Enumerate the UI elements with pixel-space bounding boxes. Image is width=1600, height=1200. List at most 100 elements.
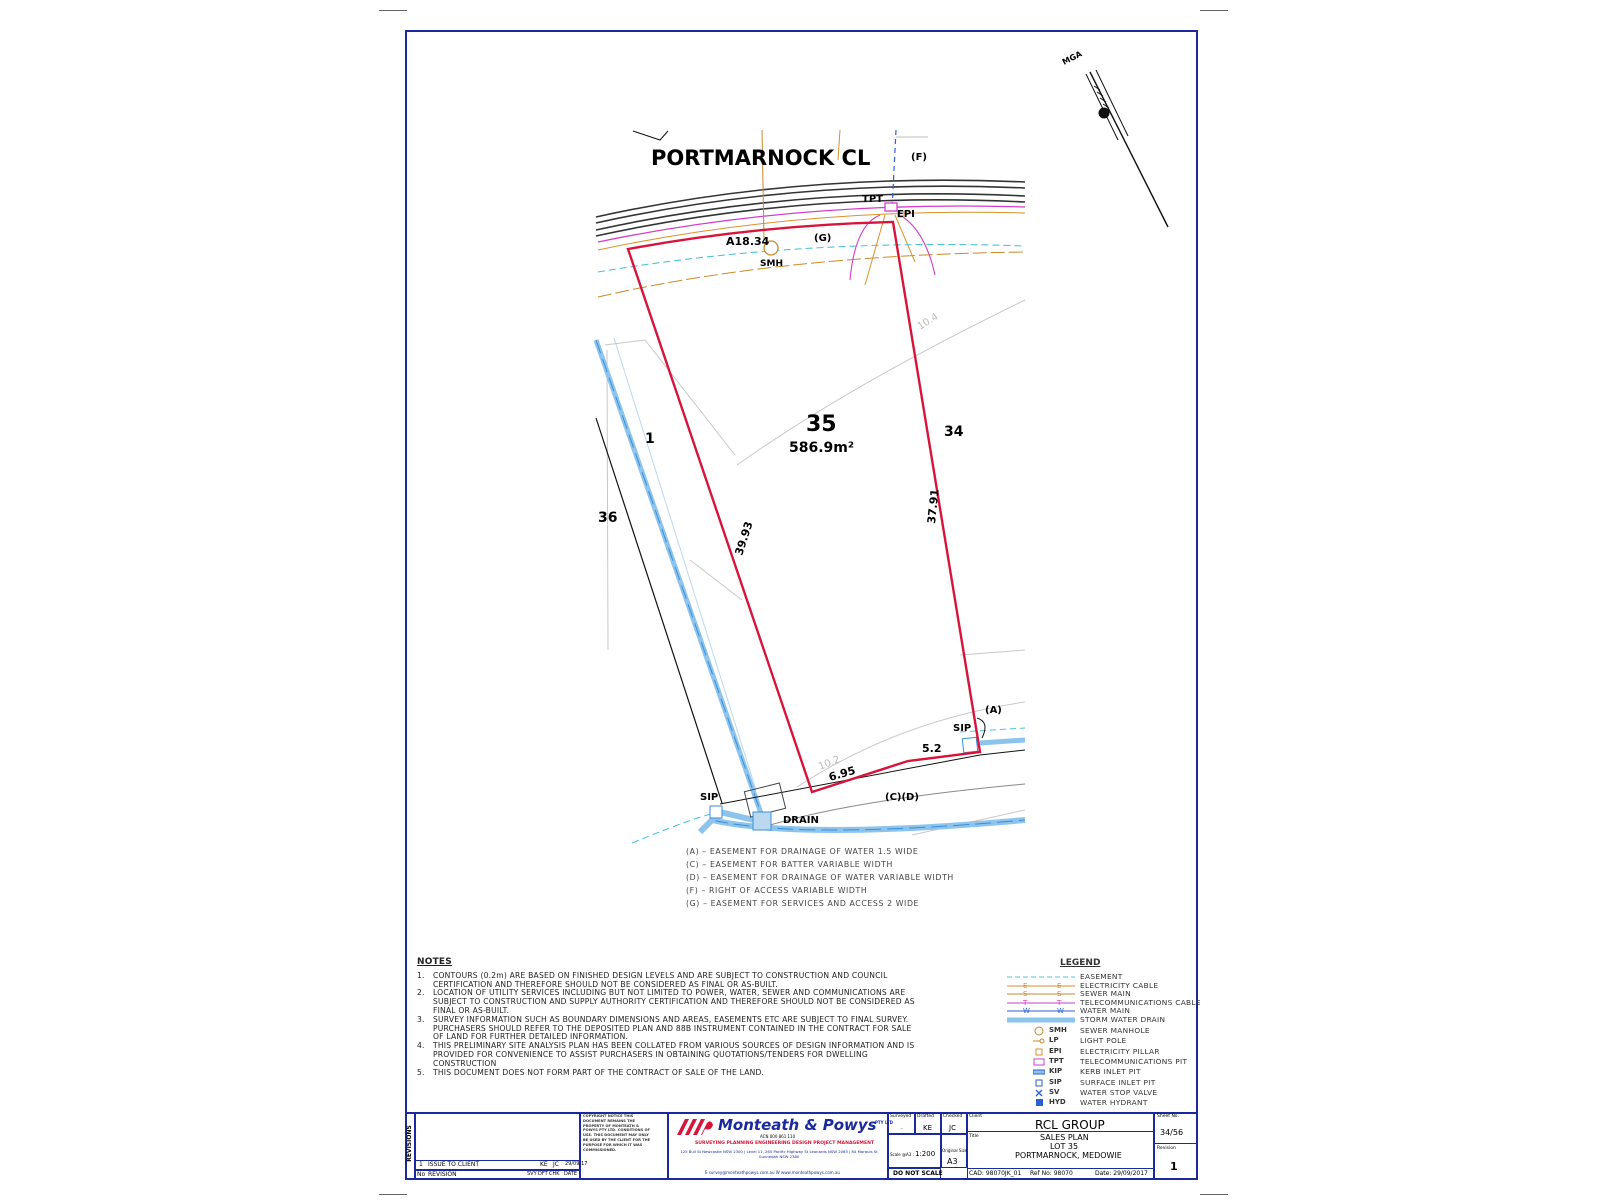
north-arrow-icon <box>1085 69 1169 228</box>
sheet-number: 34/56 <box>1160 1128 1184 1137</box>
rev-dft: JC <box>553 1161 559 1168</box>
company-web: E survey@monteathpowys.com.au W www.mont… <box>705 1170 840 1175</box>
rev-desc: ISSUE TO CLIENT <box>428 1161 480 1168</box>
rev-h-svy: SVY <box>527 1171 537 1177</box>
easement-a: (A) – EASEMENT FOR DRAINAGE OF WATER 1.5… <box>686 847 918 856</box>
svg-text:T: T <box>1056 999 1062 1007</box>
rev-h-no: No <box>417 1171 426 1178</box>
legend-line-label: ELECTRICITY CABLE <box>1080 980 1159 990</box>
note-item: 1.CONTOURS (0.2m) ARE BASED ON FINISHED … <box>417 970 888 989</box>
sewer-main <box>597 251 1026 298</box>
legend-symbol-label: WATER STOP VALVE <box>1080 1087 1158 1097</box>
legend-symbol-code: SIP <box>1049 1077 1062 1086</box>
neighbour-lot-1: 1 <box>645 431 655 447</box>
client-label: Client <box>969 1114 983 1119</box>
circle-icon <box>1034 1026 1044 1036</box>
contour-upper <box>736 299 1026 466</box>
company-logo-icon <box>677 1119 713 1135</box>
scale-label: Scale @A3 : <box>890 1152 914 1157</box>
tag-f: (F) <box>911 152 927 163</box>
telecom-pit-icon <box>884 202 898 212</box>
company-services: SURVEYING PLANNING ENGINEERING DESIGN PR… <box>695 1141 875 1146</box>
legend-symbol-code: TPT <box>1049 1056 1064 1065</box>
revision-label: Revision <box>1157 1146 1176 1151</box>
tag-smh: SMH <box>760 259 783 269</box>
legend-symbol-label: LIGHT POLE <box>1080 1036 1127 1046</box>
cross-icon <box>1035 1089 1043 1097</box>
electricity-pillar-icon <box>897 210 905 218</box>
checked-value: JC <box>949 1124 956 1132</box>
svg-text:W: W <box>1057 1007 1064 1015</box>
scale-value: 1:200 <box>915 1150 936 1158</box>
tag-sip-right: SIP <box>953 723 971 734</box>
legend-heading: LEGEND <box>1060 958 1101 968</box>
sewer-manhole-icon <box>763 240 779 256</box>
copyright-notice: COPYRIGHT NOTICE THIS DOCUMENT REMAINS T… <box>583 1114 651 1152</box>
north-label: MGA <box>1061 49 1084 67</box>
drafted-label: Drafted <box>917 1114 934 1119</box>
legend-symbol-label: TELECOMMUNICATIONS PIT <box>1080 1056 1188 1066</box>
tag-g: (G) <box>814 233 831 244</box>
legend-swatch <box>1007 976 1075 978</box>
easement-g: (G) – EASEMENT FOR SERVICES AND ACCESS 2… <box>686 899 919 908</box>
legend-line-label: SEWER MAIN <box>1080 989 1131 999</box>
rev-h-chk: CHK <box>549 1171 560 1177</box>
electricity-cable <box>597 211 1026 251</box>
title-line-2: LOT 35 <box>1050 1142 1079 1151</box>
revisions-label: REVISIONS <box>405 1125 413 1162</box>
svg-text:S: S <box>1023 990 1028 998</box>
rev-h-date: DATE <box>564 1171 578 1177</box>
legend-symbol-row: HYD WATER HYDRANT <box>1005 1098 1205 1107</box>
drafted-value: KE <box>923 1124 933 1132</box>
rev-no: 1 <box>419 1161 423 1168</box>
notes-section: NOTES 1.CONTOURS (0.2m) ARE BASED ON FIN… <box>417 958 917 1077</box>
rev-date: 29/09/17 <box>565 1161 588 1167</box>
sip-right-icon <box>961 736 979 754</box>
easement-d: (D) – EASEMENT FOR DRAINAGE OF WATER VAR… <box>686 873 954 882</box>
sip-left-icon <box>709 805 723 819</box>
date: Date: 29/09/2017 <box>1095 1170 1148 1177</box>
rev-svy: KE <box>540 1161 548 1168</box>
do-not-scale: DO NOT SCALE <box>893 1170 943 1177</box>
rect-icon <box>1033 1058 1045 1066</box>
legend-symbol-row: SIP SURFACE INLET PIT <box>1005 1078 1205 1087</box>
rev-h-desc: REVISION <box>428 1171 457 1178</box>
title-line-3: PORTMARNOCK, MEDOWIE <box>1015 1151 1122 1160</box>
checked-label: Checked <box>943 1114 963 1119</box>
tag-a: (A) <box>985 705 1002 716</box>
tag-epi: EPI <box>897 209 915 220</box>
telecom-cable <box>597 205 1026 243</box>
legend-symbol-row: TPT TELECOMMUNICATIONS PIT <box>1005 1057 1205 1066</box>
legend-symbol-code: KIP <box>1049 1067 1063 1076</box>
legend-line-label: WATER MAIN <box>1080 1006 1131 1016</box>
client-name: RCL GROUP <box>1035 1118 1105 1132</box>
ref-no: Ref No: 98070 <box>1030 1170 1073 1177</box>
svg-text:T: T <box>1022 999 1028 1007</box>
cad-ref: CAD: 98070JK_01 <box>969 1170 1022 1177</box>
tag-sip-left: SIP <box>700 792 718 803</box>
road-kerb <box>595 179 1026 237</box>
legend-symbol-label: SURFACE INLET PIT <box>1080 1077 1156 1087</box>
notes-heading: NOTES <box>417 957 452 967</box>
surveyed-label: Surveyed <box>890 1114 912 1119</box>
rev-h-dft: DFT <box>538 1171 548 1177</box>
boundary-lot-36 <box>595 417 723 804</box>
dimension-left: 39.93 <box>732 520 755 557</box>
revision-number: 1 <box>1170 1160 1178 1173</box>
legend-symbol-code: HYD <box>1049 1098 1066 1107</box>
lot-number: 35 <box>806 412 837 437</box>
contour-label-upper: 10.4 <box>916 311 941 332</box>
legend-symbol-label: WATER HYDRANT <box>1080 1098 1148 1108</box>
dimension-rear-b: 5.2 <box>922 742 942 755</box>
legend-symbol-label: ELECTRICITY PILLAR <box>1080 1046 1160 1056</box>
